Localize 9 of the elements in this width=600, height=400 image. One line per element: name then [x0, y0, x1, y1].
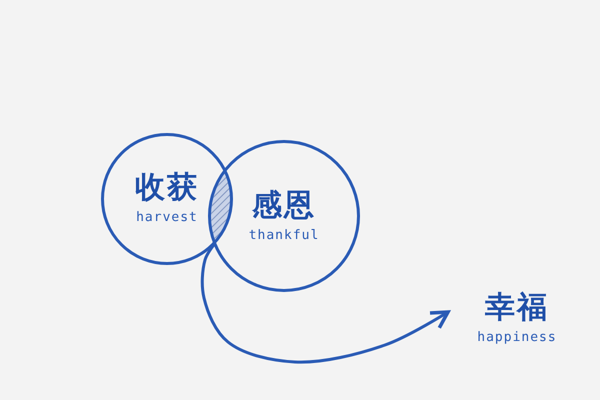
curved-arrow — [200, 244, 450, 364]
circle-node — [208, 140, 360, 292]
node-subtitle: happiness — [477, 330, 557, 345]
node-title: 感恩 — [252, 189, 316, 222]
node-title: 收获 — [135, 171, 199, 204]
circle-node — [101, 133, 233, 265]
node-subtitle: thankful — [248, 228, 320, 243]
node-title: 幸福 — [485, 291, 549, 324]
node-subtitle: harvest — [136, 210, 198, 225]
